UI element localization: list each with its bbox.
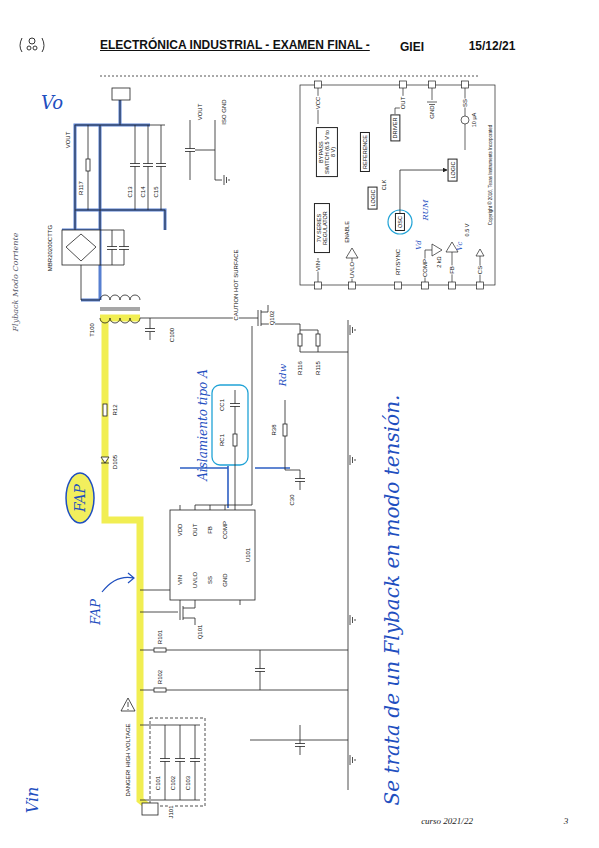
handwritten-note: Se trata de un Flyback en modo tensión. (382, 395, 403, 806)
block-text: FAP (72, 484, 88, 512)
part-name: C102 (170, 775, 176, 790)
function-block: LOGIC (447, 158, 457, 181)
handwritten-note: Vd (416, 240, 423, 250)
handwritten-note: FAP (89, 599, 103, 625)
signal-name: ENABLE (345, 221, 351, 244)
part-name: R38 (271, 424, 277, 436)
page-number: 3 (564, 817, 569, 826)
oval-shape (66, 473, 94, 523)
pen-box (212, 385, 248, 465)
handwritten-note: RUM (422, 200, 430, 221)
footer-note: curso 2021/22 (421, 817, 473, 826)
function-block: DRIVER (390, 115, 400, 142)
pin-name: CS (477, 265, 483, 274)
part-name: R102 (157, 669, 163, 684)
pin-name: SS (207, 575, 213, 584)
signal-name: CLK (382, 179, 388, 191)
copyright-note: Copyright © 2016, Texas Instruments Inco… (489, 124, 494, 226)
pin-name: VDD (177, 523, 183, 537)
value-label: 2 kΩ (437, 256, 443, 268)
pin-name: FB (207, 526, 213, 535)
part-name: R116 (297, 361, 303, 376)
block-text: LOGIC (369, 189, 375, 206)
function-block: REFERENCE (360, 132, 370, 172)
pen-circle (388, 210, 412, 234)
pin-name: RT/SYNC (395, 248, 401, 275)
pin-name: UVLO (349, 261, 355, 278)
part-name: U101 (245, 547, 251, 562)
secondary-highlight (62, 100, 165, 300)
block-text: DRIVER (392, 118, 398, 139)
value-label: 10 µA (472, 112, 478, 127)
part-name: RC1 (219, 433, 225, 446)
circuit-wiring (62, 88, 355, 815)
controller-block-diagram (300, 81, 495, 289)
pin-name: VIN (177, 574, 183, 585)
logo-icon (20, 38, 44, 52)
handwritten-note: Aislamiento tipo A (197, 369, 210, 481)
net-label: ISO GND (221, 99, 227, 125)
part-name: J101 (168, 805, 174, 819)
primary-highlight (100, 318, 150, 808)
part-name: C14 (140, 186, 146, 198)
part-name: T100 (89, 323, 95, 338)
net-label: VOUT (197, 103, 203, 121)
pencil-note: Flyback Modo Corriente (12, 233, 20, 332)
part-name: R115 (315, 361, 321, 376)
pin-name: SS (462, 98, 468, 107)
handwritten-note: Rdw (278, 364, 289, 387)
part-name: MBR20200CTTG (47, 224, 53, 271)
part-name: Q102 (269, 310, 275, 326)
block-text: 7V SERIES REGULATOR (316, 206, 328, 250)
pin-name: UVLO (192, 571, 198, 588)
part-name: R117 (78, 181, 84, 196)
part-name: D105 (112, 454, 118, 469)
function-block: BYPASS SWITCH (6.5 V to 8 V) (316, 127, 338, 177)
part-name: CC1 (219, 398, 225, 411)
net-label: VOUT (65, 131, 71, 149)
warning-label: DANGER! HIGH VOLTAGE (125, 723, 131, 797)
handwritten-note: Vin (25, 787, 42, 814)
pin-name: VIN (315, 260, 321, 271)
pin-name: GND (429, 105, 435, 119)
part-name: R101 (157, 629, 163, 644)
part-name: C101 (155, 775, 161, 790)
part-name: Q101 (197, 624, 203, 640)
warning-label: CAUTION HOT SURFACE (233, 249, 239, 321)
exam-date: 15/12/21 (469, 40, 516, 53)
pen-arrow (102, 573, 134, 592)
block-text: BYPASS SWITCH (6.5 V to 8 V) (318, 130, 336, 174)
block-text: OSC (397, 216, 403, 228)
part-name: C30 (289, 494, 295, 506)
pin-name: FB (449, 266, 455, 275)
circled-note: FAP (65, 472, 95, 524)
pin-name: VCC (315, 96, 321, 110)
value-label: 0.5 V (465, 223, 471, 237)
handwritten-note: Vc (457, 242, 464, 251)
part-name: R12 (112, 404, 118, 416)
pin-name: OUT (400, 96, 406, 110)
course-code: GIEI (400, 41, 424, 54)
part-name: C103 (185, 775, 191, 790)
header-rule (100, 76, 480, 77)
block-text: LOGIC (449, 161, 455, 178)
pin-name: OUT (192, 523, 198, 537)
function-block: 7V SERIES REGULATOR (314, 203, 330, 253)
function-block: LOGIC (367, 186, 377, 209)
page-title: ELECTRÓNICA INDUSTRIAL - EXAMEN FINAL - (100, 38, 370, 52)
function-block: OSC (395, 213, 405, 231)
pin-name: GND (222, 573, 228, 587)
part-name: C13 (127, 186, 133, 198)
part-name: C15 (153, 186, 159, 198)
handwritten-note: Vo (41, 94, 63, 113)
part-name: C100 (169, 327, 175, 342)
pin-name: COMP (422, 259, 428, 278)
pin-name: COMP (222, 521, 228, 540)
block-text: REFERENCE (362, 135, 368, 169)
